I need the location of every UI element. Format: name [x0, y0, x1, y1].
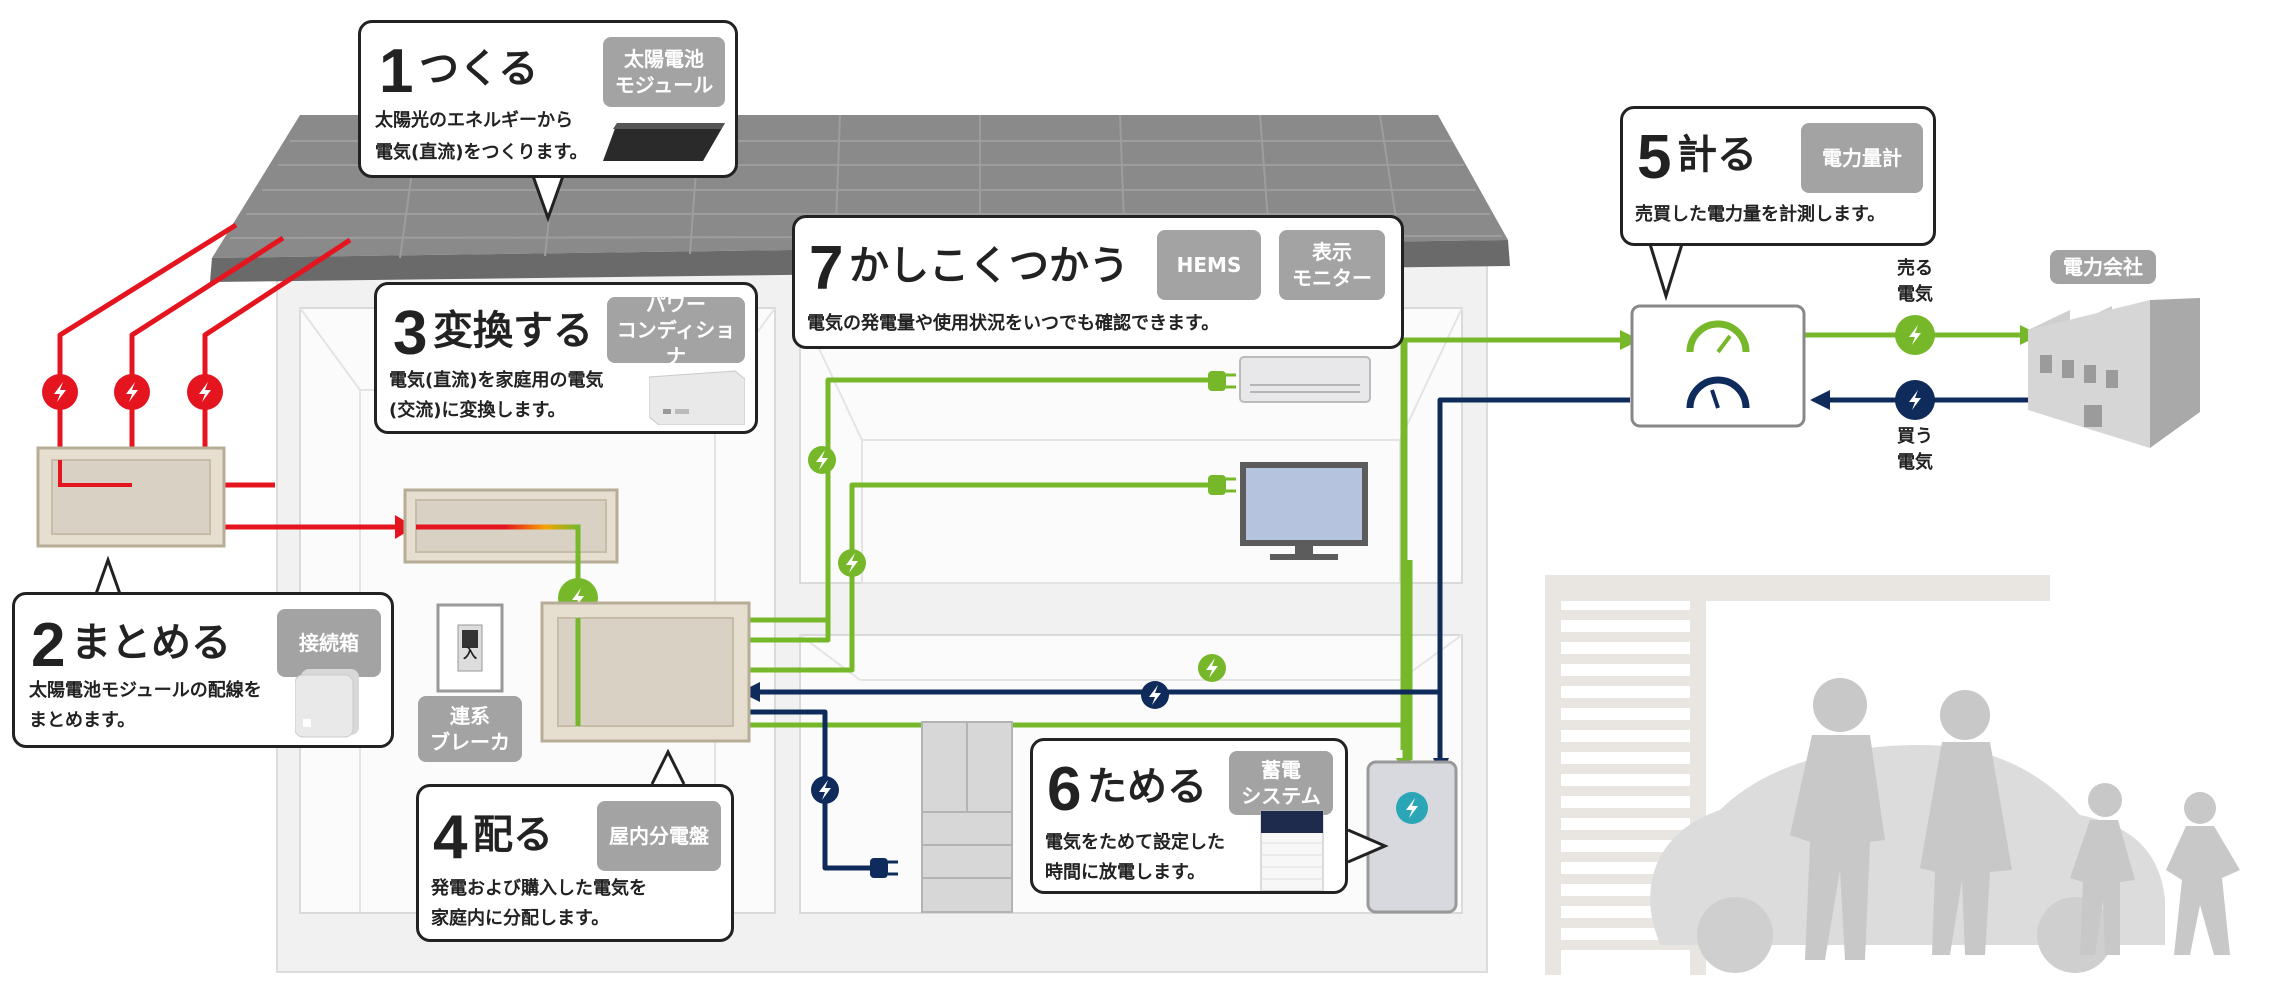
refrigerator-icon	[921, 721, 1013, 913]
breaker-switch-label: 入	[463, 646, 477, 662]
distribution-panel	[540, 601, 751, 743]
step-title: 計る	[1677, 132, 1757, 178]
buy-electricity-label: 買う 電気	[1897, 426, 1933, 473]
step-desc-line1: 電気(直流)を家庭用の電気	[389, 370, 604, 391]
family-silhouette-icon	[1790, 678, 2240, 960]
interconnection-breaker	[436, 603, 504, 693]
step-tag-hems: HEMS	[1157, 230, 1261, 300]
step-title: かしこくつかう	[849, 243, 1129, 289]
step-desc-line2: 時間に放電します。	[1045, 862, 1206, 883]
power-company-label: 電力会社	[2050, 250, 2156, 284]
step-number: 7	[809, 234, 844, 303]
callout-step-7: 7 かしこくつかう HEMS 表示 モニター 電気の発電量や使用状況をいつでも確…	[792, 215, 1404, 349]
step-desc-line1: 電気をためて設定した	[1045, 832, 1225, 853]
step-tag: パワー コンディショナ	[607, 292, 745, 368]
step-title: 変換する	[433, 308, 593, 354]
storage-battery-icon	[1260, 810, 1324, 891]
callout-step-2: 2 まとめる 接続箱 太陽電池モジュールの配線を まとめます。	[12, 592, 394, 748]
step-title: 配る	[473, 812, 553, 858]
factory-icon	[2028, 298, 2200, 448]
step-desc-line1: 太陽電池モジュールの配線を	[29, 680, 262, 701]
step-title: つくる	[419, 46, 539, 92]
callout-step-4: 4 配る 屋内分電盤 発電および購入した電気を 家庭内に分配します。	[416, 784, 734, 942]
junction-box-icon	[295, 669, 359, 738]
battery-icon	[1366, 760, 1458, 914]
power-conditioner-icon	[649, 370, 745, 425]
step-desc-line2: 電気(直流)をつくります。	[375, 142, 588, 163]
step-number: 2	[31, 611, 66, 680]
step-desc-line2: まとめます。	[29, 710, 136, 731]
step-number: 1	[379, 37, 414, 106]
step-tag: 電力量計	[1801, 123, 1923, 193]
step-tag: 屋内分電盤	[597, 801, 721, 871]
air-conditioner-icon	[1239, 356, 1371, 403]
step-desc-line2: (交流)に変換します。	[389, 400, 566, 421]
step-number: 6	[1047, 755, 1082, 824]
step-number: 5	[1637, 123, 1672, 192]
step-tag: 接続箱	[277, 609, 381, 677]
step-tag: 蓄電 システム	[1229, 751, 1333, 815]
step-tag: 太陽電池 モジュール	[603, 37, 725, 107]
step-title: ためる	[1087, 764, 1207, 810]
callout-step-6: 6 ためる 蓄電 システム 電気をためて設定した 時間に放電します。	[1030, 738, 1348, 894]
step-tag-monitor: 表示 モニター	[1279, 230, 1385, 300]
tv-icon	[1240, 462, 1368, 560]
step-desc-line1: 電気の発電量や使用状況をいつでも確認できます。	[807, 313, 1220, 334]
sell-electricity-label: 売る 電気	[1897, 258, 1933, 305]
solar-panel-icon	[603, 123, 725, 161]
step-desc-line1: 発電および購入した電気を	[431, 878, 647, 899]
plug-icon	[870, 371, 1236, 878]
callout-step-1: 1 つくる 太陽電池 モジュール 太陽光のエネルギーから 電気(直流)をつくりま…	[358, 20, 738, 178]
step-desc-line1: 太陽光のエネルギーから	[375, 110, 573, 131]
step-desc-line2: 家庭内に分配します。	[431, 908, 610, 929]
step-desc-line1: 売買した電力量を計測します。	[1635, 204, 1886, 225]
step-title: まとめる	[71, 620, 231, 666]
power-conditioner	[403, 488, 619, 580]
junction-box	[36, 446, 226, 548]
callout-step-3: 3 変換する パワー コンディショナ 電気(直流)を家庭用の電気 (交流)に変換…	[374, 282, 758, 434]
meter-icon	[1630, 304, 1806, 428]
step-number: 3	[393, 299, 428, 368]
breaker-label: 連系 ブレーカ	[418, 696, 522, 762]
callout-step-5: 5 計る 電力量計 売買した電力量を計測します。	[1620, 106, 1936, 246]
step-number: 4	[433, 803, 468, 872]
